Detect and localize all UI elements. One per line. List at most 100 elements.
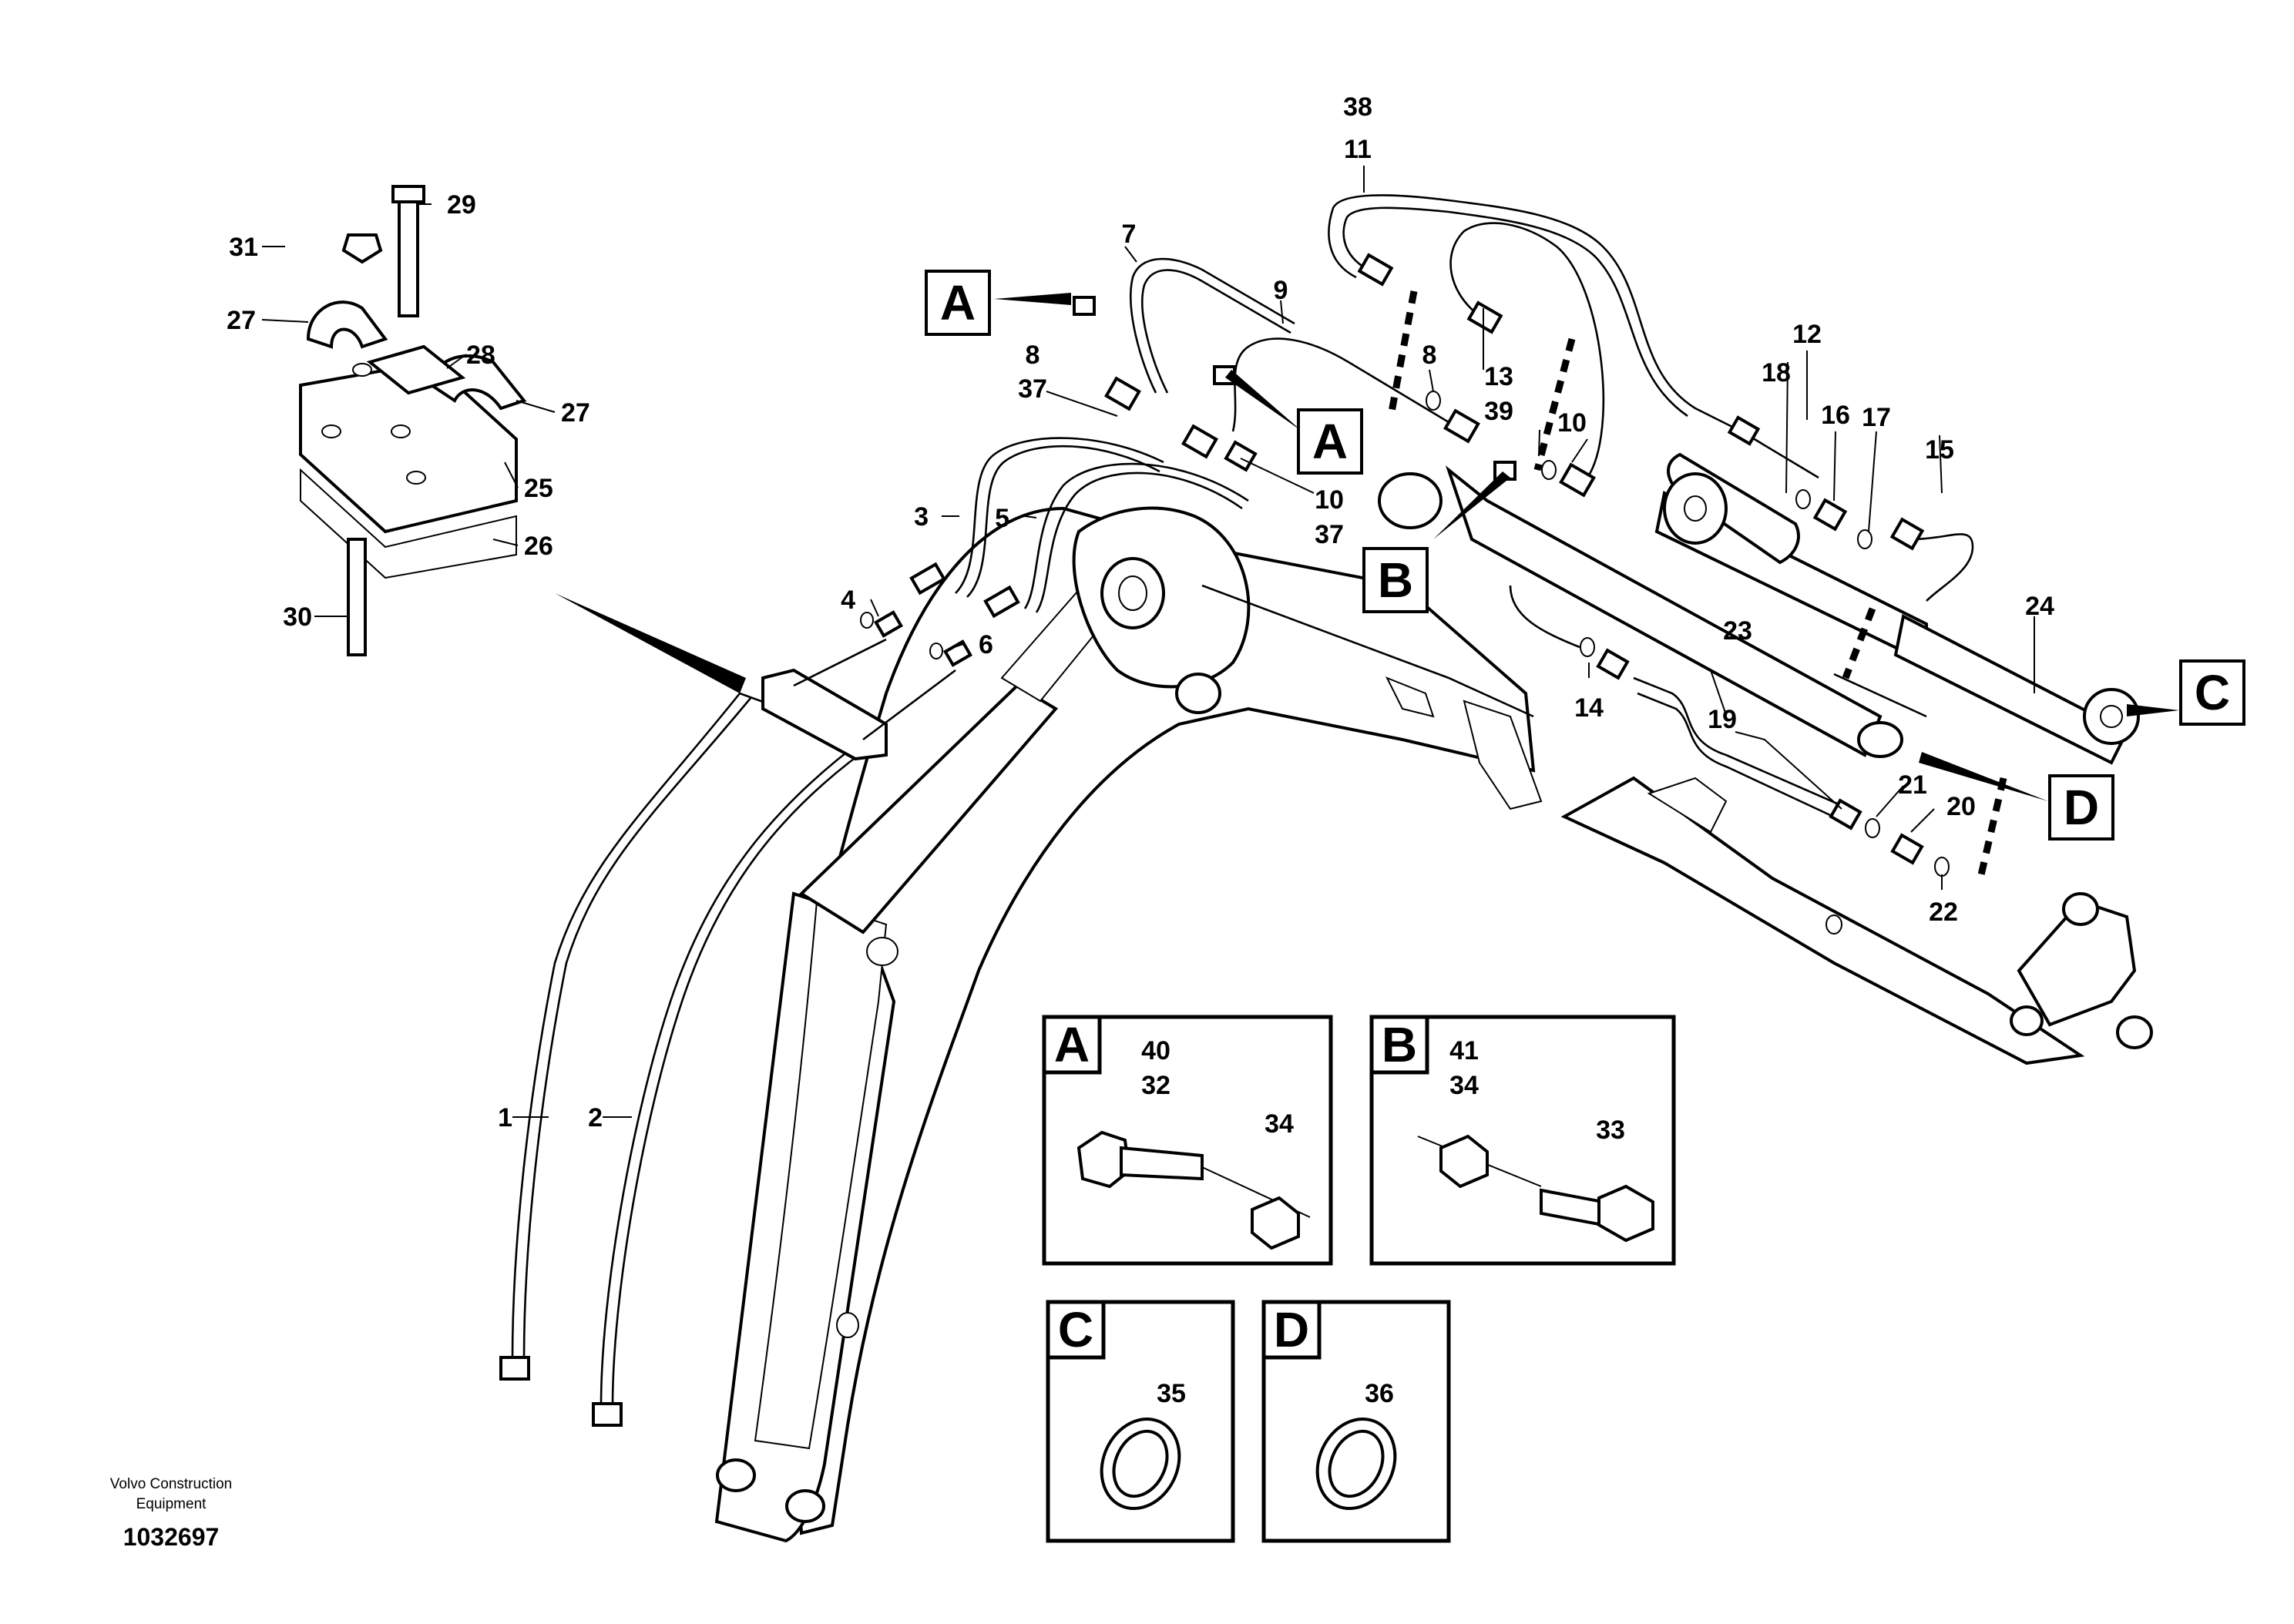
callout-18: 18 xyxy=(1762,358,1791,388)
dipper-hole xyxy=(1825,914,1842,934)
callout-37a: 37 xyxy=(1018,374,1047,404)
callout-36: 36 xyxy=(1365,1379,1394,1408)
pipe-1-nut xyxy=(499,1356,530,1381)
bolt-33-head xyxy=(1597,1184,1654,1243)
fitting-5 xyxy=(983,585,1020,619)
callout-17: 17 xyxy=(1862,403,1891,432)
callout-11: 11 xyxy=(1344,135,1372,164)
hydraulic-cylinders xyxy=(1378,452,2140,765)
detail-c-tag-box xyxy=(1046,1300,1106,1360)
callout-12: 12 xyxy=(1792,320,1822,349)
pipe-to-fitting-4 xyxy=(793,638,887,687)
detail-d-tag-box xyxy=(1261,1300,1322,1360)
company-line-2: Equipment xyxy=(136,1496,207,1512)
hydraulic-lines xyxy=(499,194,1974,1427)
wedge-clamp xyxy=(555,593,746,693)
detail-c-tag: C xyxy=(1058,1302,1093,1357)
nut-34-a xyxy=(1251,1196,1300,1250)
arm-cylinder xyxy=(798,683,1059,934)
fitting-4 xyxy=(874,610,903,638)
callout-2: 2 xyxy=(588,1103,603,1132)
view-tag-b-main: B xyxy=(1362,547,1429,613)
callout-34b: 34 xyxy=(1449,1071,1479,1100)
fitting-20 xyxy=(1890,833,1924,865)
wedge-a2 xyxy=(1225,370,1302,431)
stud-30 xyxy=(347,538,367,656)
dash-link-4 xyxy=(1977,777,2007,880)
callout-38: 38 xyxy=(1343,92,1372,122)
seal-35-inner xyxy=(1112,1429,1169,1498)
callout-21: 21 xyxy=(1898,770,1927,800)
callout-24: 24 xyxy=(2025,592,2054,621)
callout-8b: 8 xyxy=(1422,341,1437,370)
pipe-1b xyxy=(522,696,753,1361)
dipper-arm xyxy=(1560,776,2153,1065)
tag-c: C xyxy=(2195,665,2230,720)
detail-a-tag-box xyxy=(1042,1015,1102,1075)
view-tag-a-second: A xyxy=(1297,408,1363,475)
callout-28: 28 xyxy=(466,341,495,370)
pipe-7b xyxy=(1141,269,1291,394)
fitting-16 xyxy=(1812,498,1848,532)
callout-34a: 34 xyxy=(1265,1109,1294,1139)
callout-23: 23 xyxy=(1723,616,1752,646)
wedge-b xyxy=(1433,471,1510,539)
oring-6 xyxy=(929,643,943,659)
callout-15: 15 xyxy=(1925,435,1954,465)
oring-17 xyxy=(1857,529,1872,549)
pointer-wedges xyxy=(555,293,2179,801)
boom-flange xyxy=(1201,584,1534,718)
tag-b: B xyxy=(1378,552,1413,608)
callout-27a: 27 xyxy=(227,306,256,335)
boom-bracket xyxy=(1463,700,1543,810)
hose-5 xyxy=(1023,462,1249,609)
oring-10 xyxy=(1541,460,1557,480)
tag-box-a2 xyxy=(1297,408,1363,475)
fitting-14 xyxy=(1596,648,1630,680)
pipe-2b xyxy=(611,742,875,1407)
pipe-15 xyxy=(1910,533,1974,602)
nut-34-b xyxy=(1439,1134,1489,1189)
fitting-10 xyxy=(1559,462,1596,498)
clamp-hole-3 xyxy=(321,424,341,438)
callout-6: 6 xyxy=(979,630,993,659)
arm-cylinder-mount xyxy=(866,937,898,966)
clamp-half-27a xyxy=(306,300,388,349)
clamp-detail xyxy=(299,185,527,656)
pipe-2-nut xyxy=(592,1402,623,1427)
clamp-hole-1 xyxy=(352,363,372,377)
drawing-number: 1032697 xyxy=(123,1523,220,1551)
callout-29: 29 xyxy=(447,190,476,220)
seal-36-inner xyxy=(1328,1429,1385,1498)
detail-d-tag: D xyxy=(1274,1302,1309,1357)
boom-assembly xyxy=(714,506,1543,1543)
boom-cylinder-rod-end xyxy=(1857,721,1903,758)
dash-link-1 xyxy=(1387,290,1418,417)
clamp-hole-2 xyxy=(391,424,411,438)
boom-clip xyxy=(1385,676,1435,718)
leader-lines xyxy=(261,166,2035,1410)
callout-10a: 10 xyxy=(1315,485,1344,515)
fitting-19 xyxy=(1829,798,1862,830)
boom-foot-eye-2 xyxy=(785,1489,825,1523)
fitting-3 xyxy=(909,562,946,596)
bolt-29 xyxy=(398,191,419,317)
wedge-a1 xyxy=(994,293,1071,305)
pipe-19 xyxy=(1633,676,1850,810)
bucket-cylinder-eye xyxy=(1684,495,1707,522)
callout-22: 22 xyxy=(1929,898,1958,927)
detail-b-tag-box xyxy=(1369,1015,1429,1075)
tag-box-a1 xyxy=(925,270,991,336)
bolt-32-shank xyxy=(1120,1146,1204,1181)
oring-14 xyxy=(1580,637,1595,657)
view-tag-c-main: C xyxy=(2179,659,2245,726)
detail-box-c: C 35 xyxy=(1046,1300,1235,1543)
fitting-10b xyxy=(1224,440,1258,472)
callout-9: 9 xyxy=(1274,276,1288,305)
dipper-arm-bracket xyxy=(1647,777,1728,834)
bucket-cylinder-rod-hole xyxy=(2100,705,2123,728)
dash-link-3-base xyxy=(1833,673,1927,718)
clamp-block-26 xyxy=(300,468,517,579)
tag-box-c xyxy=(2179,659,2245,726)
